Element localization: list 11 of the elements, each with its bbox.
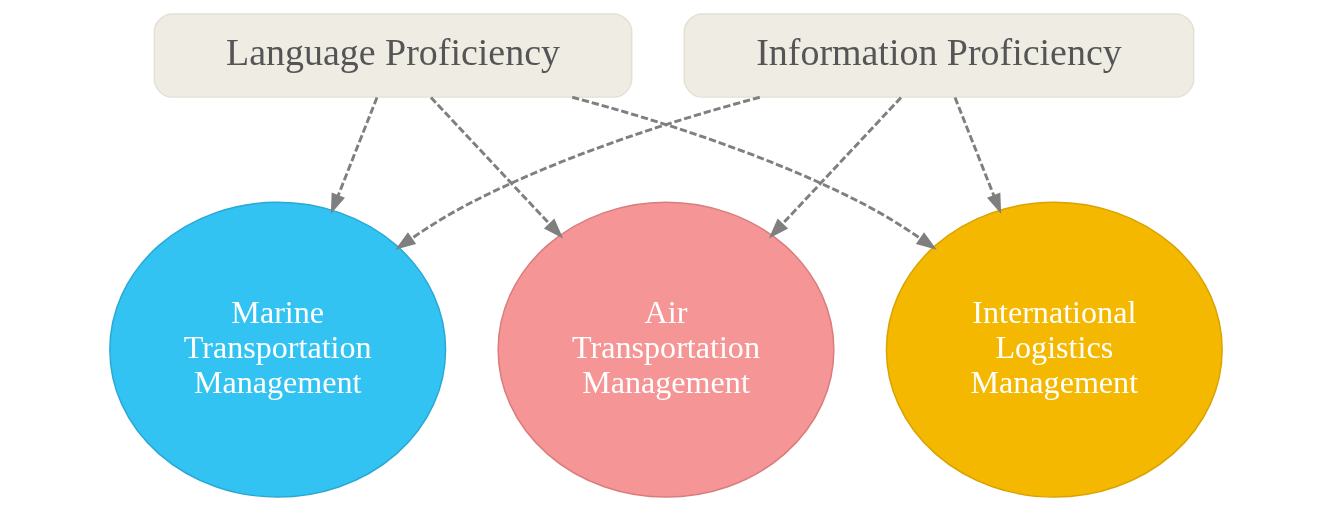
arrow: [330, 96, 379, 215]
node-ellipse: Air Transportation Management: [497, 201, 835, 498]
arrow: [395, 95, 761, 250]
arrow: [571, 95, 937, 250]
arrow: [953, 96, 1002, 215]
node-ellipse: Marine Transportation Management: [109, 201, 447, 498]
arrow: [768, 96, 903, 239]
node-box: Language Proficiency: [153, 13, 633, 98]
node-box: Information Proficiency: [683, 13, 1195, 98]
arrow: [429, 96, 564, 239]
node-ellipse: International Logistics Management: [885, 201, 1223, 498]
